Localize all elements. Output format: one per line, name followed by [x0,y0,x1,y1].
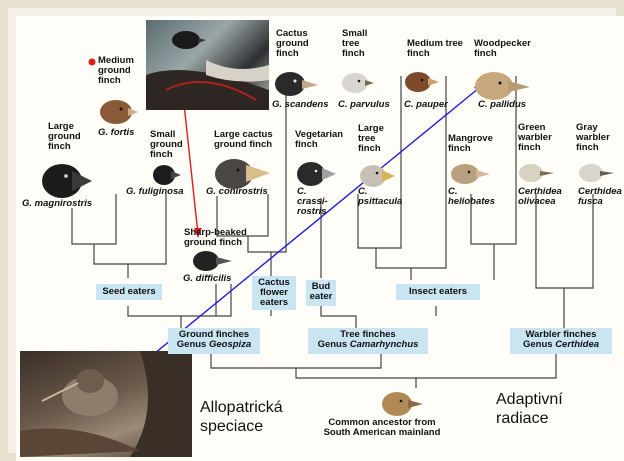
bird-ancestor-icon [381,388,423,418]
label-small-ground-finch: Small ground finch [150,130,190,160]
label-large-ground-finch: Large ground finch [48,122,88,152]
bird-parvulus-icon [341,69,375,95]
label-common-ancestor: Common ancestor from South American main… [320,418,444,438]
genus-tree-finches: Tree finches Genus Camarhynchus [308,328,428,354]
label-large-cactus-ground-finch: Large cactus ground finch [214,130,284,150]
label-woodpecker-finch: Woodpecker finch [474,39,540,59]
group-seed-eaters: Seed eaters [96,284,162,300]
genus-warbler-prefix: Genus [523,339,555,350]
woodpecker-finch-photo [20,351,192,457]
bird-crassirostris-icon [296,158,336,188]
genus-ground-finches: Ground finches Genus Geospiza [168,328,260,354]
finch-on-iguana-photo [146,20,269,110]
genus-ground-genus-line: Genus Geospiza [168,340,260,350]
species-olivacea: Certhidea olivacea [518,187,566,207]
bird-pauper-icon [404,68,440,94]
group-cactus-flower-eaters: Cactus flower eaters [252,276,296,310]
bird-heliobates-icon [450,160,490,186]
bird-scandens-icon [274,68,318,98]
photo-scene-2 [20,351,192,457]
group-bud-eater: Bud eater [306,280,336,306]
species-scandens: G. scandens [272,100,329,110]
bird-fortis-icon [98,94,138,126]
label-cactus-ground-finch: Cactus ground finch [276,29,316,59]
bird-olivacea-icon [518,161,554,185]
species-heliobates: C. heliobates [448,187,492,207]
species-difficilis: G. difficilis [183,274,231,284]
genus-tree-name: Camarhynchus [350,339,419,350]
label-small-tree-finch: Small tree finch [342,29,372,59]
species-fusca: Certhidea fusca [578,187,622,207]
species-fortis: G. fortis [98,128,134,138]
bird-fuliginosa-icon [152,161,182,187]
label-medium-tree-finch: Medium tree finch [407,39,467,59]
bird-pallidus-icon [474,68,530,102]
species-fuliginosa: G. fuliginosa [126,187,184,197]
bird-psittacula-icon [359,161,395,189]
species-pauper: C. pauper [404,100,448,110]
photo-scene [146,20,269,110]
genus-warbler-genus-line: Genus Certhidea [510,340,612,350]
label-medium-ground-finch: Medium ground finch [98,56,142,86]
label-gray-warbler-finch: Gray warbler finch [576,123,616,153]
genus-ground-name: Geospiza [209,339,251,350]
label-sharp-beaked-ground-finch: Sharp-beaked ground finch [184,228,254,248]
text-allopatric-speciation: Allopatrická speciace [200,398,300,436]
bird-magnirostris-icon [40,159,92,201]
species-pallidus: C. pallidus [478,100,526,110]
bird-difficilis-icon [192,248,232,274]
species-magnirostris: G. magnirostris [22,199,92,209]
label-green-warbler-finch: Green warbler finch [518,123,562,153]
species-parvulus: C. parvulus [338,100,390,110]
genus-warbler-finches: Warbler finches Genus Certhidea [510,328,612,354]
genus-ground-prefix: Genus [177,339,209,350]
group-insect-eaters: Insect eaters [396,284,480,300]
label-large-tree-finch: Large tree finch [358,124,388,154]
genus-tree-prefix: Genus [318,339,350,350]
genus-warbler-name: Certhidea [555,339,599,350]
label-vegetarian-finch: Vegetarian finch [295,130,345,150]
text-adaptive-radiation: Adaptivní radiace [496,390,586,428]
phylogeny-figure: Medium ground finch Cactus ground finch … [16,16,624,461]
species-crassirostris: C. crassi- rostris [297,187,337,217]
genus-tree-genus-line: Genus Camarhynchus [308,340,428,350]
species-psittacula: C. psittacula [358,187,402,207]
bird-fusca-icon [578,161,614,185]
label-mangrove-finch: Mangrove finch [448,134,500,154]
species-conirostris: G. conirostris [206,187,268,197]
